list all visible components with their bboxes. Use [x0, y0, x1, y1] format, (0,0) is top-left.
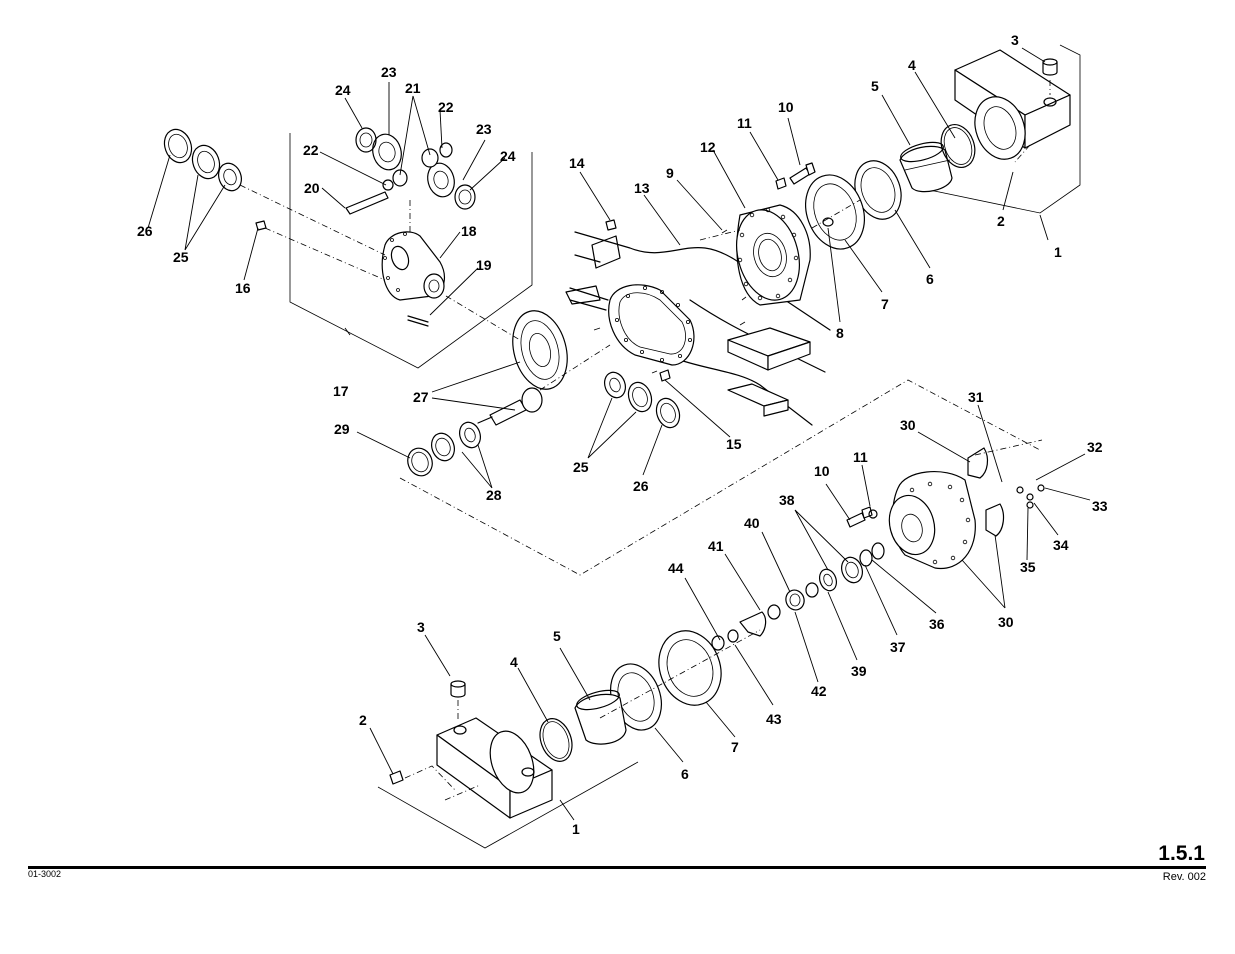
- callout-8-upper: 8: [836, 325, 844, 341]
- o-ring-upper: [940, 124, 976, 168]
- callout-44: 44: [668, 560, 684, 576]
- knuckle-hardware: [846, 439, 1045, 528]
- callout-1-lower: 1: [572, 821, 580, 837]
- callout-11-upper: 11: [737, 115, 752, 131]
- callout-24-left: 24: [335, 82, 351, 98]
- callout-6-upper: 6: [926, 271, 934, 287]
- callout-7-upper: 7: [881, 296, 889, 312]
- callout-41: 41: [708, 538, 724, 554]
- housing-cover-plate: [608, 284, 695, 366]
- seal-upper: [805, 174, 865, 250]
- callout-11-lower: 11: [853, 449, 868, 465]
- callout-12: 12: [700, 139, 716, 155]
- lower-seal: [658, 630, 722, 706]
- ring-gear: [512, 310, 568, 390]
- callout-3-upper: 3: [1011, 32, 1019, 48]
- callout-19: 19: [476, 257, 492, 273]
- lower-o-ring: [539, 718, 573, 762]
- callout-13: 13: [634, 180, 650, 196]
- bolt-upper: [775, 162, 816, 190]
- carrier-bearing-set-right: [604, 371, 681, 429]
- pinion-bearing-set: [407, 421, 481, 477]
- housing-blocks: [727, 327, 811, 417]
- callout-43: 43: [766, 711, 782, 727]
- callout-31: 31: [968, 389, 984, 405]
- callout-20: 20: [304, 180, 320, 196]
- callout-36: 36: [929, 616, 945, 632]
- callout-9: 9: [666, 165, 674, 181]
- axle-hub-upper: [736, 204, 811, 306]
- pinion-shaft: [477, 387, 543, 426]
- callout-22-top: 22: [438, 99, 454, 115]
- callout-29: 29: [334, 421, 350, 437]
- callout-32: 32: [1087, 439, 1103, 455]
- callout-40: 40: [744, 515, 760, 531]
- callout-4-lower: 4: [510, 654, 518, 670]
- callout-30-top: 30: [900, 417, 916, 433]
- callout-42: 42: [811, 683, 827, 699]
- callout-10-lower: 10: [814, 463, 830, 479]
- callout-23-top: 23: [381, 64, 397, 80]
- differential-carrier-bracket: [289, 133, 533, 369]
- callout-38: 38: [779, 492, 795, 508]
- callout-27: 27: [413, 389, 429, 405]
- pivot-bracket-lower: [377, 680, 639, 849]
- steering-knuckle: [888, 447, 1005, 570]
- callout-24-right: 24: [500, 148, 516, 164]
- callout-labels: 3 4 5 2 1 6 7 8 10 11 12 9 13 14 15 16 1…: [137, 32, 1108, 837]
- pivot-bracket-upper: [954, 49, 1071, 160]
- callout-25-left: 25: [173, 249, 189, 265]
- callout-17: 17: [333, 383, 349, 399]
- callout-30-bottom: 30: [998, 614, 1014, 630]
- callout-6-lower: 6: [681, 766, 689, 782]
- bushing-upper: [899, 141, 953, 193]
- callout-2-lower: 2: [359, 712, 367, 728]
- lower-axis-line: [599, 629, 761, 719]
- callout-15: 15: [726, 436, 742, 452]
- drawing-code: 01-3002: [28, 869, 62, 879]
- callout-25-right: 25: [573, 459, 589, 475]
- callout-26-right: 26: [633, 478, 649, 494]
- leader-lines: [147, 47, 1091, 821]
- callout-10-upper: 10: [778, 99, 794, 115]
- center-axis-lines: [239, 184, 861, 391]
- callout-7-lower: 7: [731, 739, 739, 755]
- callout-5-upper: 5: [871, 78, 879, 94]
- callout-14: 14: [569, 155, 585, 171]
- wheel-bearing-stack: [711, 542, 885, 651]
- revision-label: Rev. 002: [1162, 871, 1206, 883]
- callout-16: 16: [235, 280, 251, 296]
- bracket-dashes-upper: [919, 44, 1081, 214]
- callout-22-left: 22: [303, 142, 319, 158]
- page-number: 1.5.1: [1158, 842, 1205, 865]
- differential-case: [381, 231, 446, 327]
- callout-28: 28: [486, 487, 502, 503]
- callout-33: 33: [1092, 498, 1108, 514]
- callout-4-upper: 4: [908, 57, 916, 73]
- lower-bushing: [574, 689, 627, 745]
- callout-2-upper: 2: [997, 213, 1005, 229]
- callout-35: 35: [1020, 559, 1036, 575]
- callout-21: 21: [405, 80, 421, 96]
- callout-39: 39: [851, 663, 867, 679]
- callout-1-upper: 1: [1054, 244, 1062, 260]
- bearing-set-left: [163, 128, 267, 231]
- callout-5-lower: 5: [553, 628, 561, 644]
- lower-dashed-bracket: [399, 379, 1041, 576]
- footer-rule: [28, 866, 1206, 869]
- pins-upper: [593, 219, 747, 382]
- callout-37: 37: [890, 639, 906, 655]
- callout-3-lower: 3: [417, 619, 425, 635]
- callout-34: 34: [1053, 537, 1069, 553]
- callout-23-right: 23: [476, 121, 492, 137]
- spider-gears: [345, 127, 476, 215]
- callout-18: 18: [461, 223, 477, 239]
- callout-26-left: 26: [137, 223, 153, 239]
